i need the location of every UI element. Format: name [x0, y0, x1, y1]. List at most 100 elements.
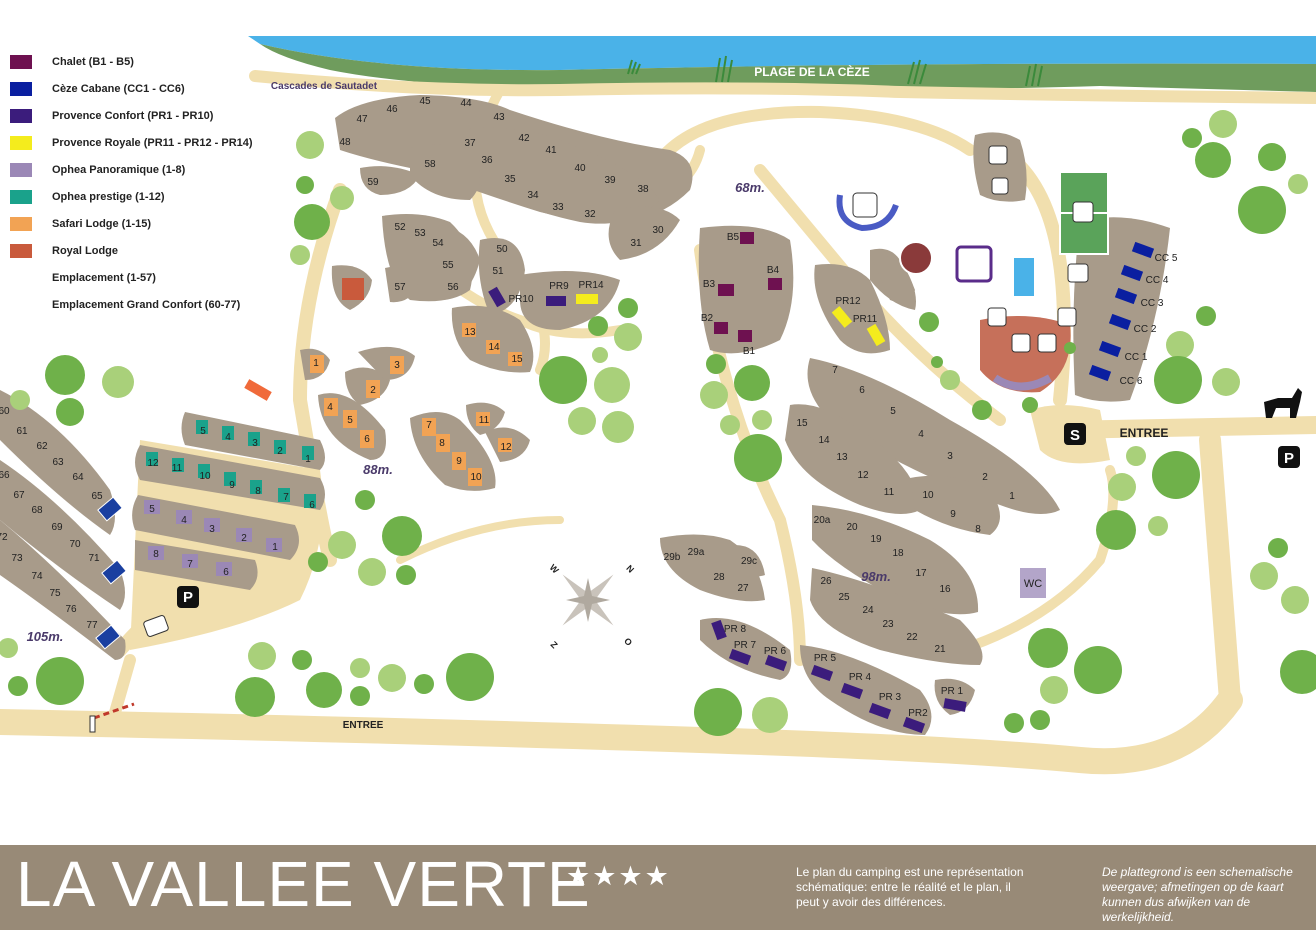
- pitch-number: 65: [91, 491, 103, 502]
- pitch-number: 51: [492, 266, 504, 277]
- safari-lodge-number: 14: [488, 342, 500, 353]
- gate-icon: [93, 702, 135, 720]
- pitch-number: 19: [870, 534, 882, 545]
- beach-label: PLAGE DE LA CÈZE: [754, 64, 870, 79]
- pitch-number: 71: [88, 553, 100, 564]
- safari-lodge-number: 8: [439, 438, 445, 449]
- pitch-number: 61: [16, 426, 28, 437]
- altitude-label: 68m.: [735, 180, 765, 195]
- pitch-number: 6: [859, 385, 865, 396]
- pitch-number: 31: [630, 238, 642, 249]
- pitch-number: 42: [518, 133, 530, 144]
- bar-icon: [1011, 333, 1031, 353]
- legend-label: Safari Lodge (1-15): [52, 217, 152, 230]
- parking-badge-left: [177, 586, 199, 608]
- accommodation-units: [144, 232, 1155, 734]
- pitch-number: 29c: [741, 556, 757, 567]
- pitch-number: 20a: [814, 515, 831, 526]
- footer-bar: LA VALLEE VERTE ★★★★ Le plan du camping …: [0, 845, 1316, 930]
- safari-lodge-number: 11: [479, 415, 490, 426]
- ophea-prestige-number: 11: [172, 463, 183, 474]
- disclaimer-nl: De plattegrond is een schematische weerg…: [1102, 865, 1293, 924]
- ceze-cabane-label: CC 5: [1155, 253, 1178, 264]
- ceze-cabane-label: CC 6: [1120, 376, 1143, 387]
- pitch-number: 35: [504, 174, 516, 185]
- legend-item: Ophea prestige (1-12): [10, 183, 253, 210]
- legend-label: Provence Royale (PR11 - PR12 - PR14): [52, 136, 253, 149]
- pitch-number: 48: [339, 137, 351, 148]
- ophea-prestige-number: 6: [309, 500, 315, 511]
- pitch-number: 14: [818, 435, 830, 446]
- dog-icon: [1264, 388, 1302, 418]
- pitch-number: 26: [820, 576, 832, 587]
- chalet-label: B1: [743, 346, 756, 357]
- riverbank: [260, 44, 1316, 92]
- legend-label: Ophea prestige (1-12): [52, 190, 165, 203]
- pitch-number: 63: [52, 457, 64, 468]
- restaurant-mascot-icon: [899, 241, 933, 275]
- pitch-number: 13: [836, 452, 848, 463]
- provence-confort-label: PR 6: [764, 646, 787, 657]
- river: [248, 36, 1316, 71]
- legend-item: Emplacement (1-57): [10, 264, 253, 291]
- trees: [0, 110, 1316, 736]
- pitch-number: 3: [947, 451, 953, 462]
- pitch-number: 52: [394, 222, 406, 233]
- pitch-number: 11: [884, 487, 895, 498]
- safari-lodge-number: 13: [464, 327, 476, 338]
- pitch-number: 46: [386, 104, 398, 115]
- legend-item: Royal Lodge: [10, 237, 253, 264]
- compass-letter: Z: [549, 639, 560, 650]
- provence-royale-label: PR14: [578, 280, 603, 291]
- legend-swatch: [10, 108, 32, 123]
- pitch-number: 67: [13, 490, 25, 501]
- solar-panels: [95, 496, 127, 650]
- chalet-label: B5: [727, 232, 740, 243]
- pitch-number: 10: [922, 490, 934, 501]
- pitch-number: 2: [982, 472, 988, 483]
- bin-icon: [143, 615, 169, 637]
- safari-lodge-number: 15: [511, 354, 523, 365]
- pitch-number: 47: [356, 114, 368, 125]
- ceze-cabane-label: CC 2: [1134, 324, 1157, 335]
- provence-confort-label: PR 8: [724, 624, 747, 635]
- ophea-prestige-number: 3: [252, 438, 258, 449]
- ophea-prestige-number: 7: [283, 492, 289, 503]
- ophea-prestige-number: 9: [229, 480, 235, 491]
- hairdryer-icon: [991, 177, 1009, 195]
- ophea-prestige-number: 5: [200, 426, 206, 437]
- pitch-number: 39: [604, 175, 616, 186]
- pitch-number: 23: [882, 619, 894, 630]
- compass-letter: O: [622, 636, 634, 648]
- safari-lodge-number: 10: [470, 472, 482, 483]
- legend: Chalet (B1 - B5)Cèze Cabane (CC1 - CC6)P…: [10, 48, 253, 318]
- legend-label: Chalet (B1 - B5): [52, 55, 134, 68]
- star-rating: ★★★★: [566, 861, 671, 892]
- wc-icon: [852, 192, 878, 218]
- shop-icon: [1037, 333, 1057, 353]
- pool-icon: [955, 245, 993, 283]
- legend-item: Provence Confort (PR1 - PR10): [10, 102, 253, 129]
- provence-confort-label: PR9: [549, 281, 569, 292]
- phone-icon: [988, 145, 1008, 165]
- legend-swatch: [10, 189, 32, 204]
- entrance-label: ENTREE: [343, 720, 384, 731]
- wc-label: WC: [1024, 578, 1042, 590]
- legend-swatch: [10, 135, 32, 150]
- provence-confort-label: PR 4: [849, 672, 872, 683]
- pitch-number: 54: [432, 238, 444, 249]
- compass-letter: W: [548, 562, 561, 575]
- ophea-panoramique-number: 7: [187, 559, 193, 570]
- ophea-panoramique-number: 6: [223, 567, 229, 578]
- pitch-number: 27: [737, 583, 749, 594]
- safari-lodge-number: 9: [456, 456, 462, 467]
- ophea-prestige-number: 8: [255, 486, 261, 497]
- chalet-label: B2: [701, 313, 714, 324]
- pitch-number: 15: [796, 418, 808, 429]
- legend-swatch: [10, 162, 32, 177]
- entrance-label: ENTREE: [1120, 426, 1169, 440]
- sport-icon: [1072, 201, 1094, 223]
- provence-confort-label: PR 5: [814, 653, 837, 664]
- ophea-prestige-number: 12: [147, 458, 159, 469]
- playground-icon: [1067, 263, 1089, 283]
